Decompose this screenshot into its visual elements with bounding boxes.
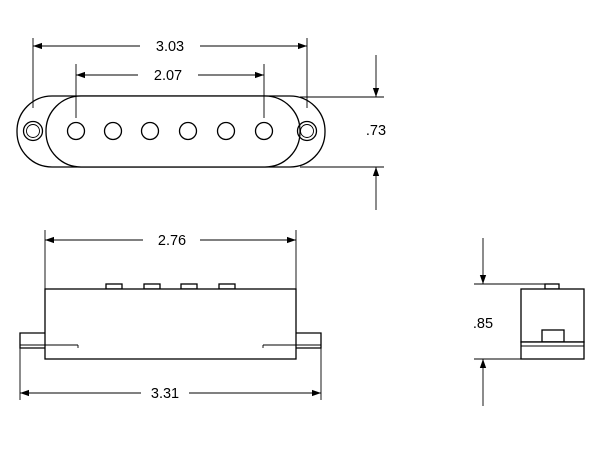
dim-front-overall-length: 3.31 (19, 348, 322, 402)
dim-label-2-76: 2.76 (158, 233, 186, 249)
pole-piece (103, 121, 123, 141)
dim-side-height: .85 (473, 238, 545, 406)
side-view: .85 (473, 238, 585, 406)
pole-top (143, 283, 161, 290)
dim-label-2-07: 2.07 (154, 68, 182, 84)
front-pole-tops (105, 283, 236, 290)
dim-label-3-31: 3.31 (151, 386, 179, 402)
side-pole-top (544, 283, 560, 290)
front-view: 2.76 3.31 (19, 230, 322, 402)
dim-top-height: .73 (300, 55, 386, 210)
pole-piece (254, 121, 274, 141)
dim-label-3-03: 3.03 (156, 39, 184, 55)
mounting-holes (22, 120, 318, 142)
top-view: 3.03 2.07 .73 (16, 38, 386, 210)
pole-top (180, 283, 198, 290)
side-body (520, 288, 585, 343)
dim-top-pole-span: 2.07 (75, 64, 265, 118)
dim-top-overall-length: 3.03 (32, 38, 308, 108)
left-mounting-hole (22, 120, 44, 142)
front-cover-body (44, 288, 297, 360)
top-cover-outline (45, 95, 301, 168)
side-base-flange (520, 341, 585, 360)
pole-top (218, 283, 236, 290)
pole-piece (140, 121, 160, 141)
right-flange (296, 332, 322, 349)
left-flange (19, 332, 45, 349)
pole-piece (216, 121, 236, 141)
dim-front-body-length: 2.76 (44, 230, 297, 289)
pole-piece (178, 121, 198, 141)
dim-label-0-73: .73 (366, 123, 386, 139)
right-mounting-hole (296, 120, 318, 142)
dim-label-0-85: .85 (473, 316, 493, 332)
pole-pieces (66, 121, 274, 141)
pole-piece (66, 121, 86, 141)
pole-top (105, 283, 123, 290)
